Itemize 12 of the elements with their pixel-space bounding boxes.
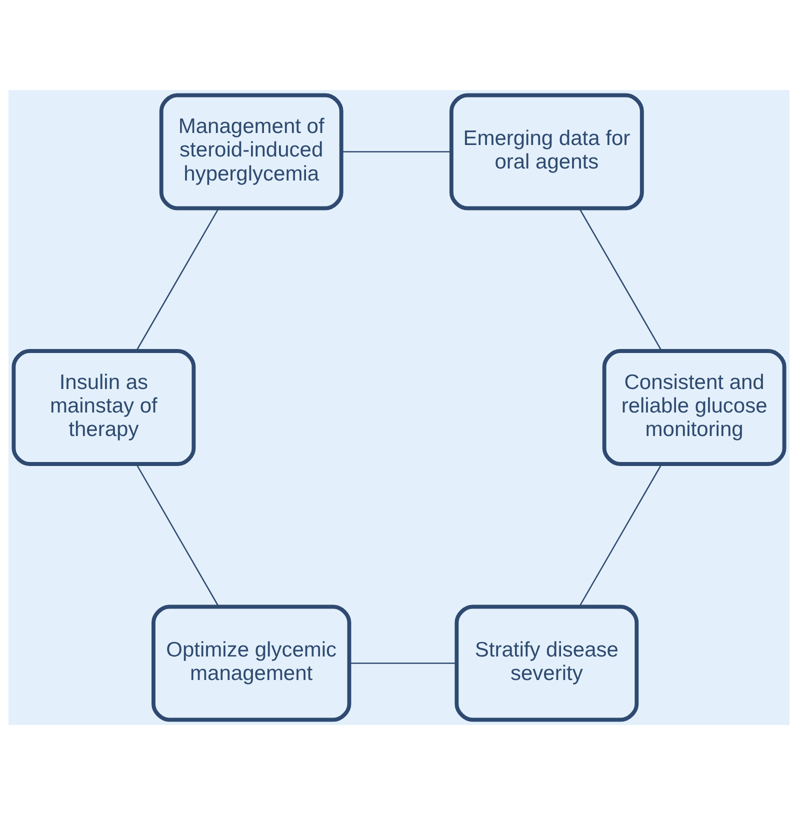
node-box: Stratify disease severity bbox=[454, 604, 639, 722]
node-box: Management of steroid-induced hyperglycemia bbox=[159, 92, 344, 210]
node-box: Emerging data for oral agents bbox=[449, 92, 644, 210]
node-box: Optimize glycemic management bbox=[152, 604, 352, 722]
connector bbox=[578, 463, 662, 606]
node-box: Insulin as mainstay of therapy bbox=[12, 348, 196, 466]
connector bbox=[342, 150, 452, 152]
connector bbox=[136, 208, 220, 351]
node-box: Consistent and reliable glucose monitoring bbox=[602, 348, 786, 466]
connector bbox=[578, 208, 662, 351]
connector bbox=[136, 463, 220, 606]
connector bbox=[349, 662, 456, 664]
